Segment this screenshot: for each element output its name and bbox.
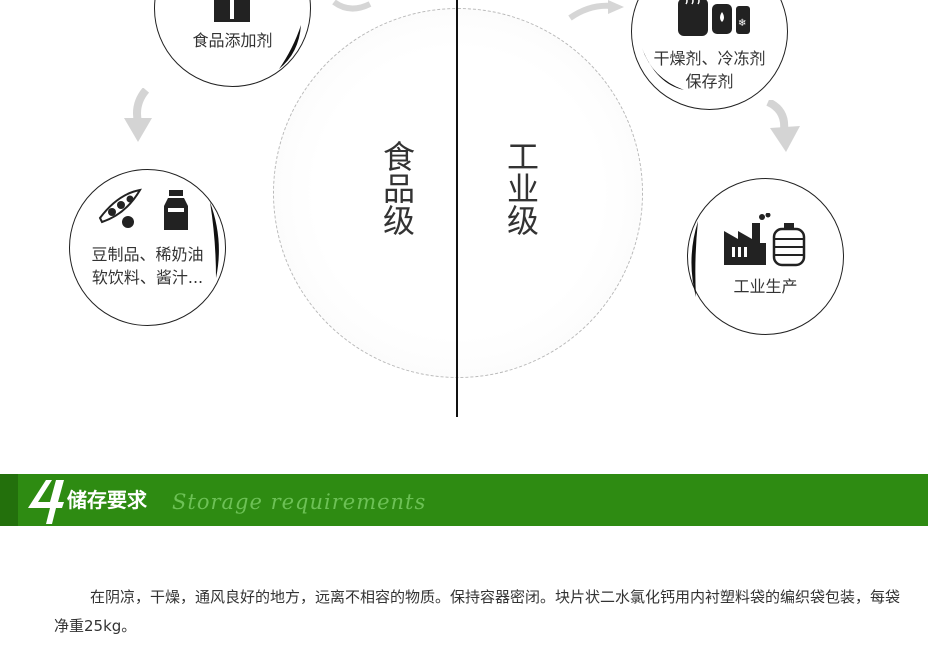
storage-title: 储存要求 [67,488,147,512]
curve-arrow-right-icon [568,0,624,21]
down-arrow-right-icon [766,100,800,152]
pea-pod-icon [98,188,142,228]
desiccant-icons: ❄ [678,0,750,36]
industrial-production-circle: 工业生产 [687,178,844,335]
circle-swoosh-decoration [279,25,301,69]
storage-paragraph: 在阴凉，干燥，通风良好的地方，远离不相容的物质。保持容器密闭。块片状二水氯化钙用… [54,588,901,635]
milk-bottle-icon [164,190,188,230]
soy-products-label-line2: 软饮料、酱汁... [91,268,204,287]
desiccant-label-line1: 干燥剂、冷冻剂 [653,49,766,68]
desiccant-circle: ❄ 干燥剂、冷冻剂 保存剂 [631,0,788,110]
center-divider-line [456,0,458,417]
storage-banner [0,474,928,526]
soy-products-circle: 豆制品、稀奶油 软饮料、酱汁... [69,169,226,326]
food-additive-label: 食品添加剂 [192,31,273,50]
desiccant-label-line2: 保存剂 [685,72,734,91]
circle-swoosh-decoration [210,202,219,278]
number-four-icon [28,480,64,524]
svg-text:❄: ❄ [738,18,746,29]
center-dashed-circle [273,8,643,378]
factory-icon [724,213,806,267]
food-grade-label: 食品级 [378,140,416,236]
industrial-grade-label: 工业级 [502,140,540,236]
industrial-production-label: 工业生产 [733,277,798,296]
curve-arrow-left-icon [332,0,372,12]
food-additive-icon [214,0,250,22]
down-arrow-left-icon [124,88,152,142]
circle-swoosh-decoration [642,48,684,90]
food-additive-circle: 食品添加剂 [154,0,311,87]
storage-subtitle: Storage requirements [172,490,427,514]
soy-products-label-line1: 豆制品、稀奶油 [91,245,204,264]
banner-dark-strip [0,474,18,526]
circle-swoosh-decoration [691,221,698,297]
